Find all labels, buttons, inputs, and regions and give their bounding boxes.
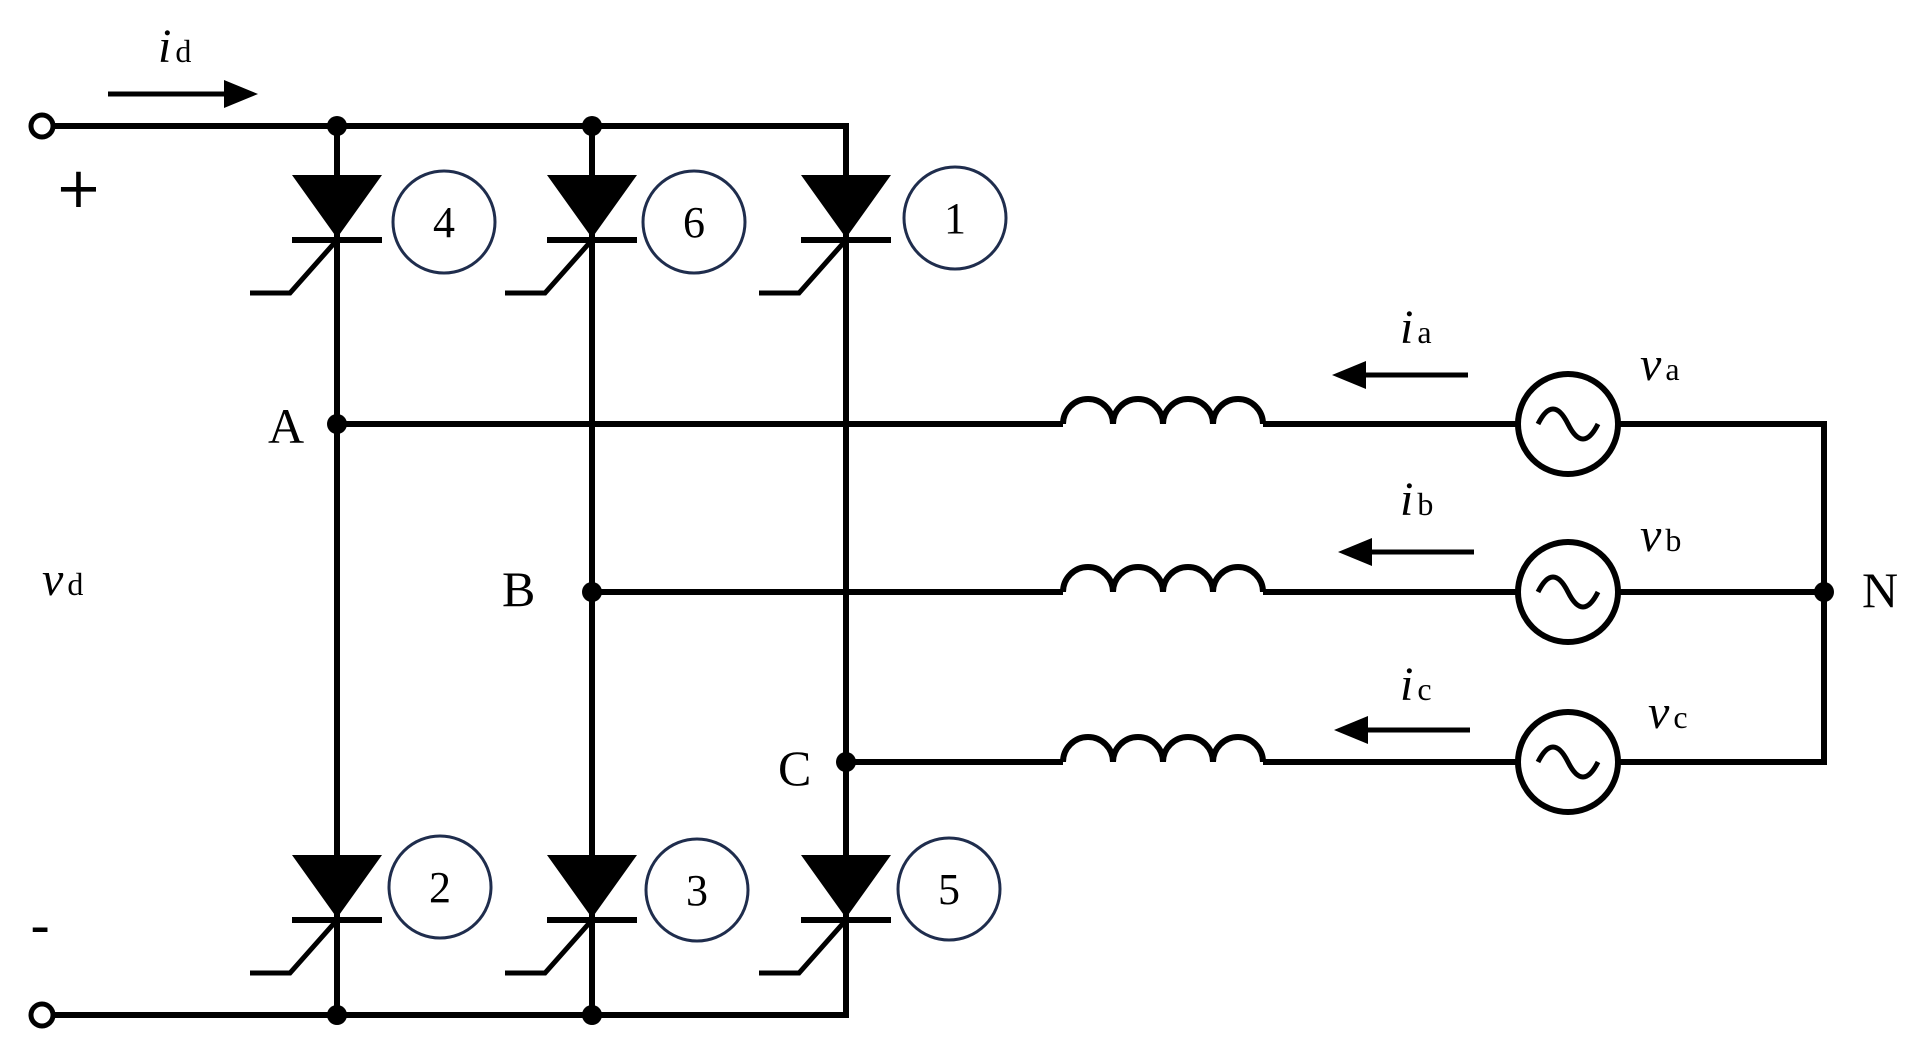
dc-bus-bottom xyxy=(28,960,849,1029)
plus-terminal-label: + xyxy=(55,156,102,221)
thyristor-4-badge xyxy=(391,169,497,275)
thyristor-4 xyxy=(250,175,382,296)
phase-c-line xyxy=(836,592,1827,772)
thyristor-6-number: 6 xyxy=(683,198,705,247)
phase-b-line xyxy=(582,564,1824,602)
thyristor-2 xyxy=(250,855,382,976)
arrow-ib-icon xyxy=(1338,538,1474,566)
thyristor-3-number: 3 xyxy=(686,866,708,915)
arrow-id-icon xyxy=(108,80,258,108)
thyristor-1-badge xyxy=(902,165,1008,271)
phase-a-line xyxy=(327,396,1827,592)
thyristor-5 xyxy=(759,855,891,976)
thyristor-6 xyxy=(505,175,637,296)
thyristor-5-badge xyxy=(896,836,1002,942)
thyristor-2-badge xyxy=(387,834,493,940)
thyristor-3 xyxy=(505,855,637,976)
thyristor-1 xyxy=(759,175,891,296)
arrow-ia-icon xyxy=(1332,361,1468,389)
ac-source-c-icon xyxy=(1515,709,1621,815)
thyristor-1-number: 1 xyxy=(944,194,966,243)
thyristor-5-number: 5 xyxy=(938,865,960,914)
thyristor-4-number: 4 xyxy=(433,198,455,247)
node-a-label: A xyxy=(268,398,304,454)
node-c-label: C xyxy=(778,740,811,796)
thyristor-3-badge xyxy=(644,837,750,943)
neutral-node xyxy=(1814,582,1834,602)
ac-source-b-icon xyxy=(1515,539,1621,645)
thyristor-2-number: 2 xyxy=(429,863,451,912)
arrow-ic-icon xyxy=(1334,716,1470,744)
minus-terminal-label: - xyxy=(30,894,50,959)
ac-source-a-icon xyxy=(1515,371,1621,477)
node-b-label: B xyxy=(502,561,535,617)
dc-bus-top xyxy=(28,112,849,170)
node-n-label: N xyxy=(1862,562,1898,618)
thyristor-6-badge xyxy=(641,169,747,275)
